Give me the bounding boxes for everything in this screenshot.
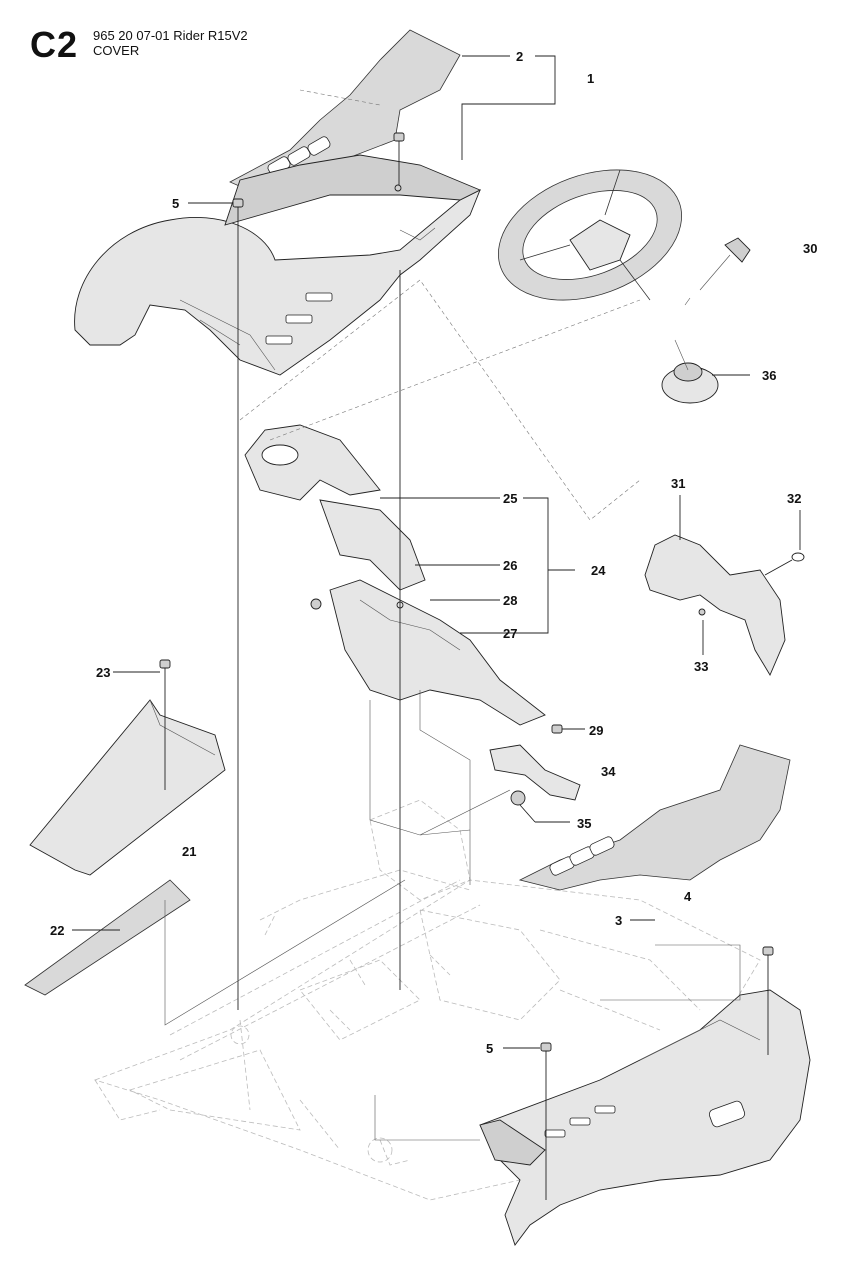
callout-1: 1 bbox=[587, 71, 594, 86]
callout-5-top: 5 bbox=[172, 196, 179, 211]
screw-part-5-top bbox=[232, 132, 405, 1010]
callout-5-bottom: 5 bbox=[486, 1041, 493, 1056]
leader-lines bbox=[72, 55, 801, 1049]
callout-35: 35 bbox=[577, 816, 591, 831]
model-line: 965 20 07-01 Rider R15V2 bbox=[93, 28, 248, 43]
part-34-bracket bbox=[489, 744, 581, 801]
callout-28: 28 bbox=[503, 593, 517, 608]
callout-27: 27 bbox=[503, 626, 517, 641]
part-30-steering-wheel bbox=[498, 169, 751, 306]
part-26-column-panel bbox=[319, 499, 426, 591]
page-header: C2 965 20 07-01 Rider R15V2 COVER bbox=[0, 0, 857, 80]
part-27-column-lower-housing bbox=[329, 579, 546, 726]
callout-36: 36 bbox=[762, 368, 776, 383]
part-25-column-top-cover bbox=[244, 424, 381, 501]
callout-24: 24 bbox=[591, 563, 606, 578]
callout-32: 32 bbox=[787, 491, 801, 506]
callout-labels: 1 2 3 4 5 5 21 22 23 24 25 26 27 28 29 3… bbox=[50, 49, 817, 1056]
part-29-screw bbox=[551, 724, 585, 734]
callout-3: 3 bbox=[615, 913, 622, 928]
section-code: C2 bbox=[30, 24, 79, 65]
part-33-clip bbox=[698, 608, 706, 616]
part-23-side-plate bbox=[29, 659, 226, 876]
callout-23: 23 bbox=[96, 665, 110, 680]
callout-25: 25 bbox=[503, 491, 517, 506]
callout-4: 4 bbox=[684, 889, 692, 904]
callout-30: 30 bbox=[803, 241, 817, 256]
part-3-rear-fender bbox=[479, 946, 811, 1246]
chassis-frame bbox=[93, 799, 761, 1201]
part-31-side-panel bbox=[644, 534, 786, 676]
callout-29: 29 bbox=[589, 723, 603, 738]
part-1-front-fender-cover bbox=[74, 154, 482, 376]
part-36-steering-hub bbox=[661, 339, 750, 404]
callout-2: 2 bbox=[516, 49, 523, 64]
callout-21: 21 bbox=[182, 844, 196, 859]
assembly-guide-lines bbox=[164, 270, 741, 1141]
part-32-pin bbox=[764, 552, 805, 576]
callout-34: 34 bbox=[601, 764, 616, 779]
assembly-name: COVER bbox=[93, 43, 140, 58]
callout-33: 33 bbox=[694, 659, 708, 674]
part-22-strip bbox=[24, 879, 191, 996]
part-35-switch bbox=[510, 790, 536, 823]
callout-31: 31 bbox=[671, 476, 685, 491]
callout-22: 22 bbox=[50, 923, 64, 938]
callout-26: 26 bbox=[503, 558, 517, 573]
part-4-rear-mat bbox=[518, 744, 791, 891]
